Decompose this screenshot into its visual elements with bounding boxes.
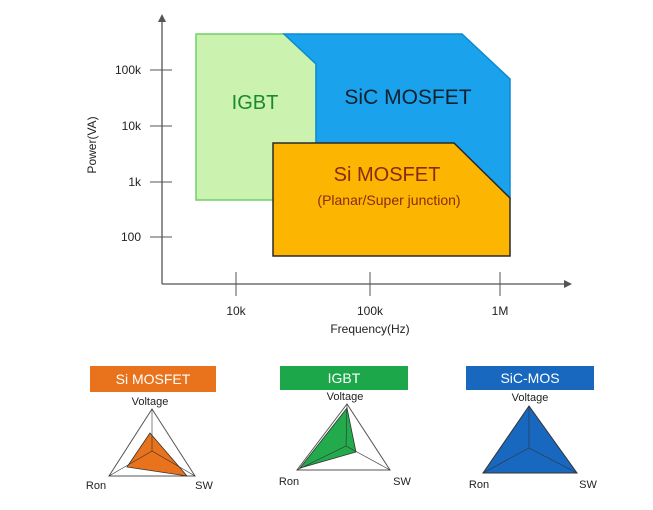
sic-mos-radar-fill xyxy=(482,405,578,474)
radar-sic-mos: SiC-MOS Voltage Ron SW xyxy=(466,366,597,491)
si-mosfet-radar-fill xyxy=(126,432,189,477)
radar-top-label: Voltage xyxy=(327,391,364,403)
radar-spoke xyxy=(528,447,578,474)
x-tick-label: 10k xyxy=(226,304,246,318)
radar-top-label: Voltage xyxy=(132,396,169,408)
radar-right-label: SW xyxy=(195,480,213,492)
radar-right-label: SW xyxy=(393,476,411,488)
y-tick-label: 1k xyxy=(128,175,142,189)
radar-top-label: Voltage xyxy=(512,392,549,404)
radar-left-label: Ron xyxy=(279,476,299,488)
y-tick-label: 100 xyxy=(121,230,141,244)
axes: 100k 10k 1k 100 10k 100k 1M Frequency(Hz… xyxy=(85,14,572,336)
x-tick-label: 1M xyxy=(492,304,509,318)
radar-spoke xyxy=(108,450,153,477)
radar-right-label: SW xyxy=(579,479,597,491)
igbt-radar-fill xyxy=(298,407,357,469)
si-mosfet-region-sublabel: (Planar/Super junction) xyxy=(317,192,460,208)
igbt-region-label: IGBT xyxy=(232,92,279,114)
y-axis-arrow xyxy=(158,14,166,22)
radar-left-label: Ron xyxy=(86,480,106,492)
y-tick-label: 10k xyxy=(122,119,142,133)
si-mosfet-region-label: Si MOSFET xyxy=(334,164,441,186)
x-axis-arrow xyxy=(564,280,572,288)
radar-spoke xyxy=(345,445,391,471)
x-tick-label: 100k xyxy=(357,304,384,318)
igbt-badge xyxy=(280,366,408,390)
igbt-badge-label: IGBT xyxy=(328,370,361,386)
radar-igbt: IGBT Voltage Ron SW xyxy=(279,366,411,488)
radar-spoke xyxy=(482,447,530,474)
sic-mos-badge xyxy=(466,366,594,390)
sic-mosfet-region-label: SiC MOSFET xyxy=(344,86,471,109)
si-mosfet-region xyxy=(272,142,511,257)
si-mosfet-badge-label: Si MOSFET xyxy=(116,371,191,387)
si-mosfet-badge xyxy=(90,366,216,392)
radar-left-label: Ron xyxy=(469,479,489,491)
radar-spoke xyxy=(296,445,347,471)
sic-mos-badge-label: SiC-MOS xyxy=(500,370,559,386)
x-axis-label: Frequency(Hz) xyxy=(330,322,409,336)
radar-si-mosfet: Si MOSFET Voltage Ron SW xyxy=(86,366,216,492)
radar-spoke xyxy=(151,450,196,477)
y-tick-label: 100k xyxy=(115,63,142,77)
y-axis-label: Power(VA) xyxy=(85,116,99,173)
radar-spoke xyxy=(345,403,348,447)
